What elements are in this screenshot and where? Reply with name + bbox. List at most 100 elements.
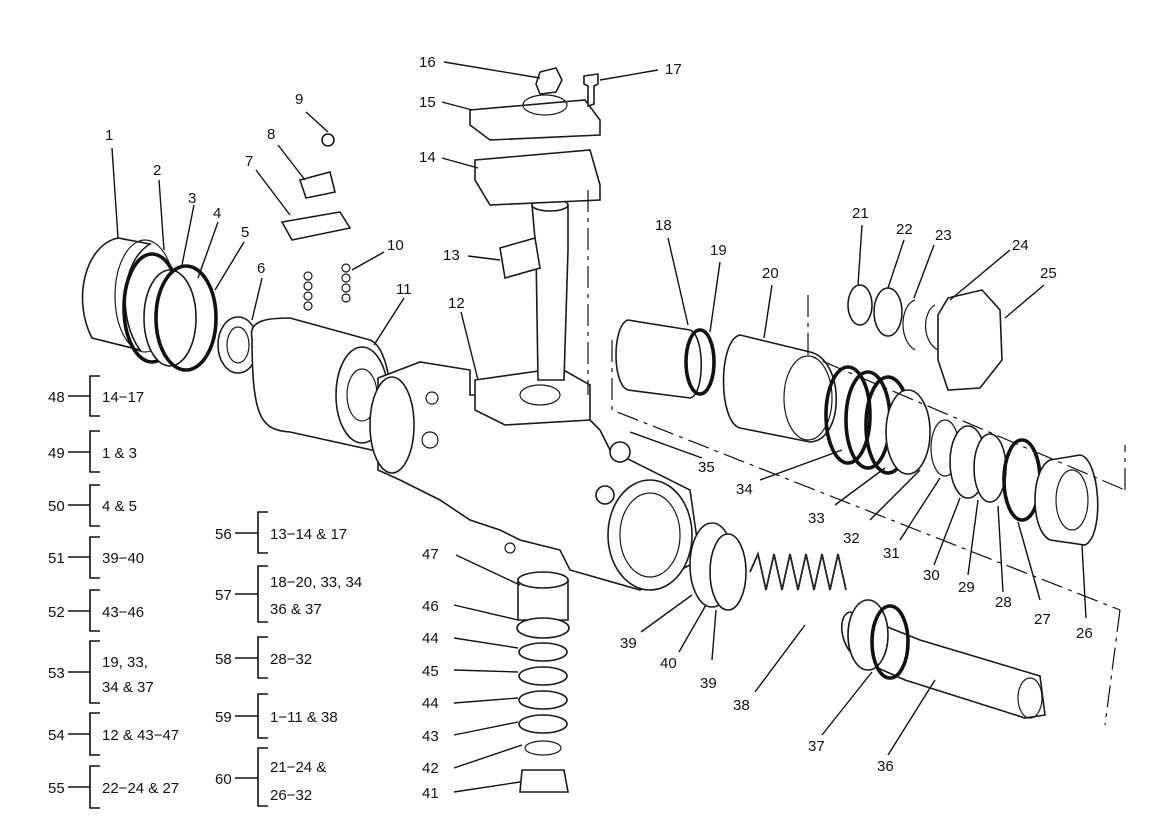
kit-51: 51 39−40 (48, 536, 144, 579)
kit-58: 58 28−32 (215, 636, 312, 679)
callout-47: 47 (422, 546, 439, 563)
callout-1: 1 (105, 127, 113, 144)
svg-text:55: 55 (48, 780, 65, 797)
kit-52: 52 43−46 (48, 589, 144, 632)
svg-text:52: 52 (48, 604, 65, 621)
kit-50: 50 4 & 5 (48, 484, 137, 527)
kit-60: 60 21−24 & 26−32 (215, 747, 326, 807)
svg-text:22−24 & 27: 22−24 & 27 (102, 780, 179, 797)
callout-43: 43 (422, 728, 439, 745)
callout-23: 23 (935, 227, 952, 244)
callout-34: 34 (736, 481, 753, 498)
callout-40: 40 (660, 655, 677, 672)
callout-30: 30 (923, 567, 940, 584)
callout-26: 26 (1076, 625, 1093, 642)
callout-9: 9 (295, 91, 303, 108)
callout-numbers: 1 2 3 4 5 6 7 8 9 10 11 12 13 14 15 16 1… (105, 54, 1093, 802)
worm-shaft-assembly (689, 522, 1046, 719)
svg-text:56: 56 (215, 526, 232, 543)
callout-45: 45 (422, 663, 439, 680)
callout-42: 42 (422, 760, 439, 777)
svg-text:59: 59 (215, 709, 232, 726)
callout-35: 35 (698, 459, 715, 476)
svg-text:12 & 43−47: 12 & 43−47 (102, 727, 179, 744)
alignment-lines (587, 190, 1126, 726)
sector-shaft-assembly (469, 67, 601, 381)
callout-2: 2 (153, 162, 161, 179)
svg-text:48: 48 (48, 389, 65, 406)
svg-text:51: 51 (48, 550, 65, 567)
callout-18: 18 (655, 217, 672, 234)
kit-54: 54 12 & 43−47 (48, 712, 179, 756)
svg-text:57: 57 (215, 587, 232, 604)
callout-38: 38 (733, 697, 750, 714)
callout-6: 6 (257, 260, 265, 277)
callout-46: 46 (422, 598, 439, 615)
callout-16: 16 (419, 54, 436, 71)
callout-3: 3 (188, 190, 196, 207)
callout-8: 8 (267, 126, 275, 143)
svg-text:14−17: 14−17 (102, 389, 144, 406)
bottom-stack (516, 571, 570, 793)
callout-14: 14 (419, 149, 436, 166)
svg-text:54: 54 (48, 727, 65, 744)
callout-5: 5 (241, 224, 249, 241)
svg-text:18−20, 33, 34: 18−20, 33, 34 (270, 574, 362, 591)
svg-text:50: 50 (48, 498, 65, 515)
svg-text:49: 49 (48, 445, 65, 462)
callout-25: 25 (1040, 265, 1057, 282)
kit-53: 53 19, 33, 34 & 37 (48, 640, 154, 704)
svg-text:26−32: 26−32 (270, 787, 312, 804)
kit-55: 55 22−24 & 27 (48, 765, 179, 809)
callout-39b: 39 (700, 675, 717, 692)
svg-text:4 & 5: 4 & 5 (102, 498, 137, 515)
callout-20: 20 (762, 265, 779, 282)
svg-text:43−46: 43−46 (102, 604, 144, 621)
callout-15: 15 (419, 94, 436, 111)
svg-text:39−40: 39−40 (102, 550, 144, 567)
callout-12: 12 (448, 295, 465, 312)
svg-text:1 & 3: 1 & 3 (102, 445, 137, 462)
kit-list-left: 48 14−17 49 1 & 3 50 4 & 5 51 39−40 52 (48, 375, 179, 809)
callout-33: 33 (808, 510, 825, 527)
kit-59: 59 1−11 & 38 (215, 693, 338, 739)
callout-7: 7 (245, 153, 253, 170)
callout-4: 4 (213, 205, 221, 222)
callout-19: 19 (710, 242, 727, 259)
svg-text:60: 60 (215, 771, 232, 788)
callout-32: 32 (843, 530, 860, 547)
callout-41: 41 (422, 785, 439, 802)
svg-text:28−32: 28−32 (270, 651, 312, 668)
callout-31: 31 (883, 545, 900, 562)
callout-44a: 44 (422, 630, 439, 647)
callout-37: 37 (808, 738, 825, 755)
callout-36: 36 (877, 758, 894, 775)
callout-44b: 44 (422, 695, 439, 712)
kit-48: 48 14−17 (48, 375, 144, 417)
callout-21: 21 (852, 205, 869, 222)
svg-text:34 & 37: 34 & 37 (102, 679, 154, 696)
svg-text:36 & 37: 36 & 37 (270, 601, 322, 618)
callout-39a: 39 (620, 635, 637, 652)
callout-13: 13 (443, 247, 460, 264)
callout-22: 22 (896, 221, 913, 238)
main-housing (369, 361, 701, 591)
svg-text:53: 53 (48, 665, 65, 682)
callout-11: 11 (396, 281, 412, 298)
kit-list-middle: 56 13−14 & 17 57 18−20, 33, 34 36 & 37 5… (215, 511, 362, 807)
kit-56: 56 13−14 & 17 (215, 511, 347, 554)
callout-24: 24 (1012, 237, 1029, 254)
callout-17: 17 (665, 61, 682, 78)
svg-text:58: 58 (215, 651, 232, 668)
callout-28: 28 (995, 594, 1012, 611)
callout-27: 27 (1034, 611, 1051, 628)
kit-57: 57 18−20, 33, 34 36 & 37 (215, 565, 362, 623)
part-drawings-right (615, 284, 1099, 546)
svg-text:21−24 &: 21−24 & (270, 759, 326, 776)
callout-29: 29 (958, 579, 975, 596)
part-drawings-left (81, 133, 391, 451)
svg-text:13−14 & 17: 13−14 & 17 (270, 526, 347, 543)
svg-text:1−11 & 38: 1−11 & 38 (270, 709, 338, 726)
ball-chain (303, 263, 351, 311)
